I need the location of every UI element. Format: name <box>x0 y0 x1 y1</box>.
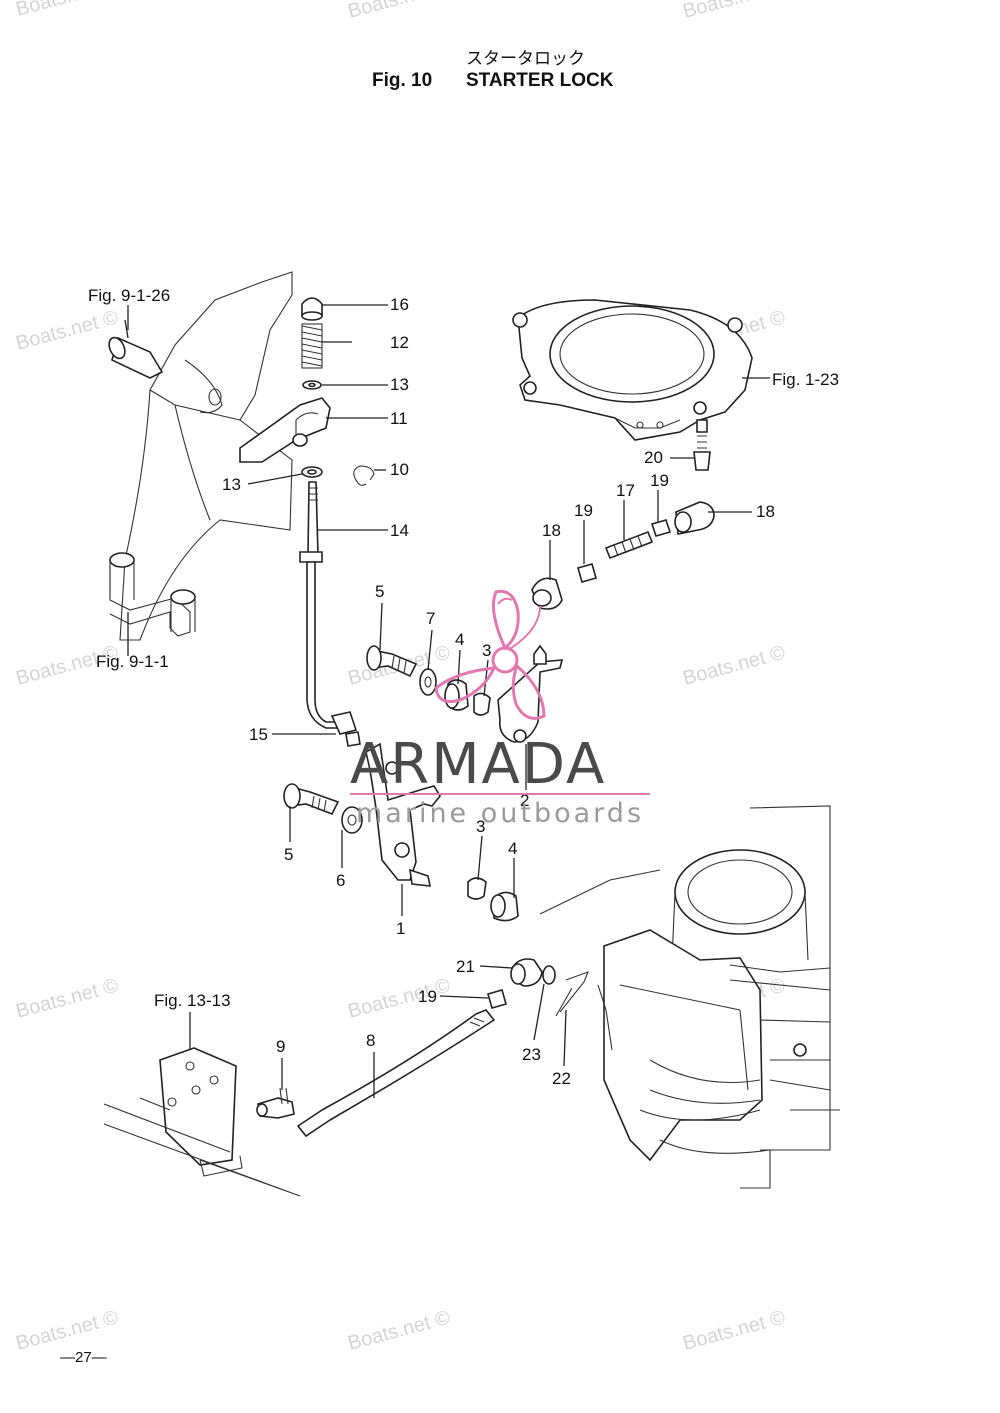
part-callouts: 16 12 13 11 10 13 14 15 5 7 4 3 2 5 6 1 … <box>222 295 775 1088</box>
callout-4-upper: 4 <box>455 630 464 649</box>
brand-watermark: ARMADA marine outboards <box>350 589 650 829</box>
upper-linkage <box>366 644 564 743</box>
callout-11: 11 <box>390 409 408 428</box>
callout-13-lower: 13 <box>222 475 241 494</box>
watermark-text: Boats.net © <box>14 974 121 1022</box>
page-number: —27— <box>60 1349 107 1366</box>
ref-fig-1-23: Fig. 1-23 <box>772 370 839 389</box>
watermark-text: Boats.net © <box>681 641 788 689</box>
brand-name: ARMADA <box>350 732 606 797</box>
title-japanese: スタータロック <box>466 49 585 69</box>
figure-number: Fig. 10 <box>372 70 432 91</box>
figure-references: Fig. 9-1-26 Fig. 9-1-1 Fig. 1-23 Fig. 13… <box>88 286 839 1010</box>
watermark-text: Boats.net © <box>346 1306 453 1354</box>
callout-12: 12 <box>390 333 409 352</box>
callout-6: 6 <box>336 871 345 890</box>
callout-5-lower: 5 <box>284 845 293 864</box>
mounting-bracket <box>109 271 293 641</box>
callout-22: 22 <box>552 1069 571 1088</box>
callout-17: 17 <box>616 481 635 500</box>
callout-21: 21 <box>456 957 475 976</box>
watermark-text: Boats.net © <box>346 0 453 23</box>
pivot-pin <box>108 319 164 379</box>
callout-7: 7 <box>426 609 435 628</box>
ref-fig-9-1-26: Fig. 9-1-26 <box>88 286 170 305</box>
callout-13-upper: 13 <box>390 375 409 394</box>
callout-16: 16 <box>390 295 409 314</box>
callout-2: 2 <box>520 791 529 810</box>
lever-stack <box>239 297 375 563</box>
watermark-text: Boats.net © <box>14 0 121 21</box>
title-english: STARTER LOCK <box>466 70 614 91</box>
callout-4-lower: 4 <box>508 839 517 858</box>
callout-8: 8 <box>366 1031 375 1050</box>
callout-5-upper: 5 <box>375 582 384 601</box>
callout-9: 9 <box>276 1037 285 1056</box>
brand-tagline: marine outboards <box>356 798 644 829</box>
watermark-text: Boats.net © <box>14 1306 121 1354</box>
figure-title: スタータロック Fig. 10 STARTER LOCK <box>372 49 614 91</box>
watermark-text: Boats.net © <box>681 0 788 23</box>
callout-19-right: 19 <box>650 471 669 490</box>
watermark-layer: Boats.net © Boats.net © Boats.net © Boat… <box>14 0 788 1355</box>
callout-19-middle: 19 <box>574 501 593 520</box>
callout-18-left: 18 <box>542 521 561 540</box>
leader-lines <box>127 304 770 1098</box>
watermark-text: Boats.net © <box>14 306 121 354</box>
propeller-logo <box>434 589 546 720</box>
callout-15: 15 <box>249 725 268 744</box>
callout-23: 23 <box>522 1045 541 1064</box>
watermark-text: Boats.net © <box>681 1306 788 1354</box>
starter-cable <box>103 958 589 1197</box>
lower-linkage <box>283 711 519 922</box>
engine-powerhead <box>539 805 840 1189</box>
ref-fig-9-1-1: Fig. 9-1-1 <box>96 652 169 671</box>
callout-3-lower: 3 <box>476 817 485 836</box>
callout-20: 20 <box>644 448 663 467</box>
starter-case <box>512 299 753 441</box>
callout-1: 1 <box>396 919 405 938</box>
callout-19-lower: 19 <box>418 987 437 1006</box>
link-rod <box>306 561 341 729</box>
callout-10: 10 <box>390 460 409 479</box>
cable-adjuster <box>531 419 715 610</box>
callout-14: 14 <box>390 521 409 540</box>
callout-18-right: 18 <box>756 502 775 521</box>
callout-3-upper: 3 <box>482 641 491 660</box>
ref-fig-13-13: Fig. 13-13 <box>154 991 231 1010</box>
